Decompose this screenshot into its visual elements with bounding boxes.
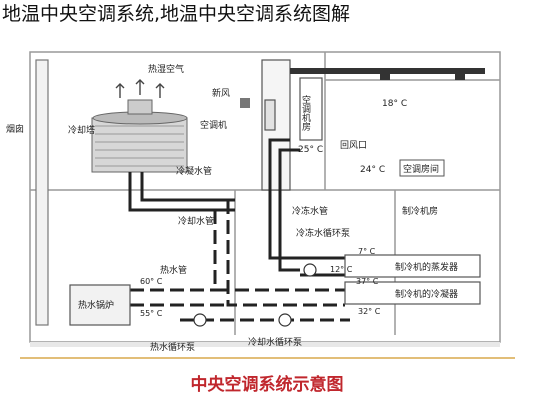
fresh-air-label: 新风 <box>212 87 230 99</box>
hot-water-pipe-label: 热水管 <box>160 264 187 276</box>
dashed-pipes <box>130 200 350 322</box>
pipes <box>128 138 345 277</box>
condenser-label: 制冷机的冷凝器 <box>395 288 458 300</box>
chimney <box>35 59 49 326</box>
chilled-water-pipe-label: 冷冻水管 <box>292 205 328 217</box>
temp-55: 55° C <box>140 309 163 318</box>
temp-60: 60° C <box>140 277 163 286</box>
ac-room-label-box <box>399 159 445 177</box>
hot-pump-label: 热水循环泵 <box>150 341 195 353</box>
temp-32: 32° C <box>358 307 381 316</box>
supply-duct <box>290 68 485 80</box>
floor-shading <box>30 342 500 347</box>
temp-37: 37° C <box>356 277 379 286</box>
hot-water-boiler <box>69 284 131 326</box>
temp-7: 7° C <box>358 247 376 256</box>
duct-room-label: 空调机房 <box>300 94 311 132</box>
building-walls <box>29 51 501 343</box>
air-handler <box>261 59 323 191</box>
heat-arrows <box>115 79 165 98</box>
evaporator-label: 制冷机的蒸发器 <box>395 261 458 273</box>
cooling-tower-label: 冷却塔 <box>68 124 95 136</box>
air-handler-label: 空调机 <box>200 119 227 131</box>
temp-24: 24° C <box>360 165 385 175</box>
chimney-label: 烟囱 <box>6 123 24 135</box>
temp-25: 25° C <box>298 145 323 155</box>
pumps <box>193 263 317 327</box>
temp-18: 18° C <box>382 99 407 109</box>
return-vent-label: 回风口 <box>340 140 367 151</box>
chiller-room-label: 制冷机房 <box>402 205 438 217</box>
ac-room-label: 空调房间 <box>403 163 439 175</box>
cooling-pump-label: 冷却水循环泵 <box>248 336 302 348</box>
chilled-pump-label: 冷冻水循环泵 <box>296 227 350 239</box>
cond-pipe-label: 冷凝水管 <box>176 165 212 177</box>
diagram-caption: 中央空调系统示意图 <box>190 375 344 395</box>
temp-12: 12° C <box>330 265 353 274</box>
cooling-water-pipe-label: 冷却水管 <box>178 215 214 227</box>
cooling-tower <box>91 99 188 173</box>
heat-wet-air-label: 热湿空气 <box>148 63 184 75</box>
chiller <box>344 254 481 305</box>
fresh-air-damper <box>240 98 250 108</box>
boiler-label: 热水锅炉 <box>78 299 114 311</box>
top-title: 地温中央空调系统,地温中央空调系统图解 <box>2 3 351 25</box>
